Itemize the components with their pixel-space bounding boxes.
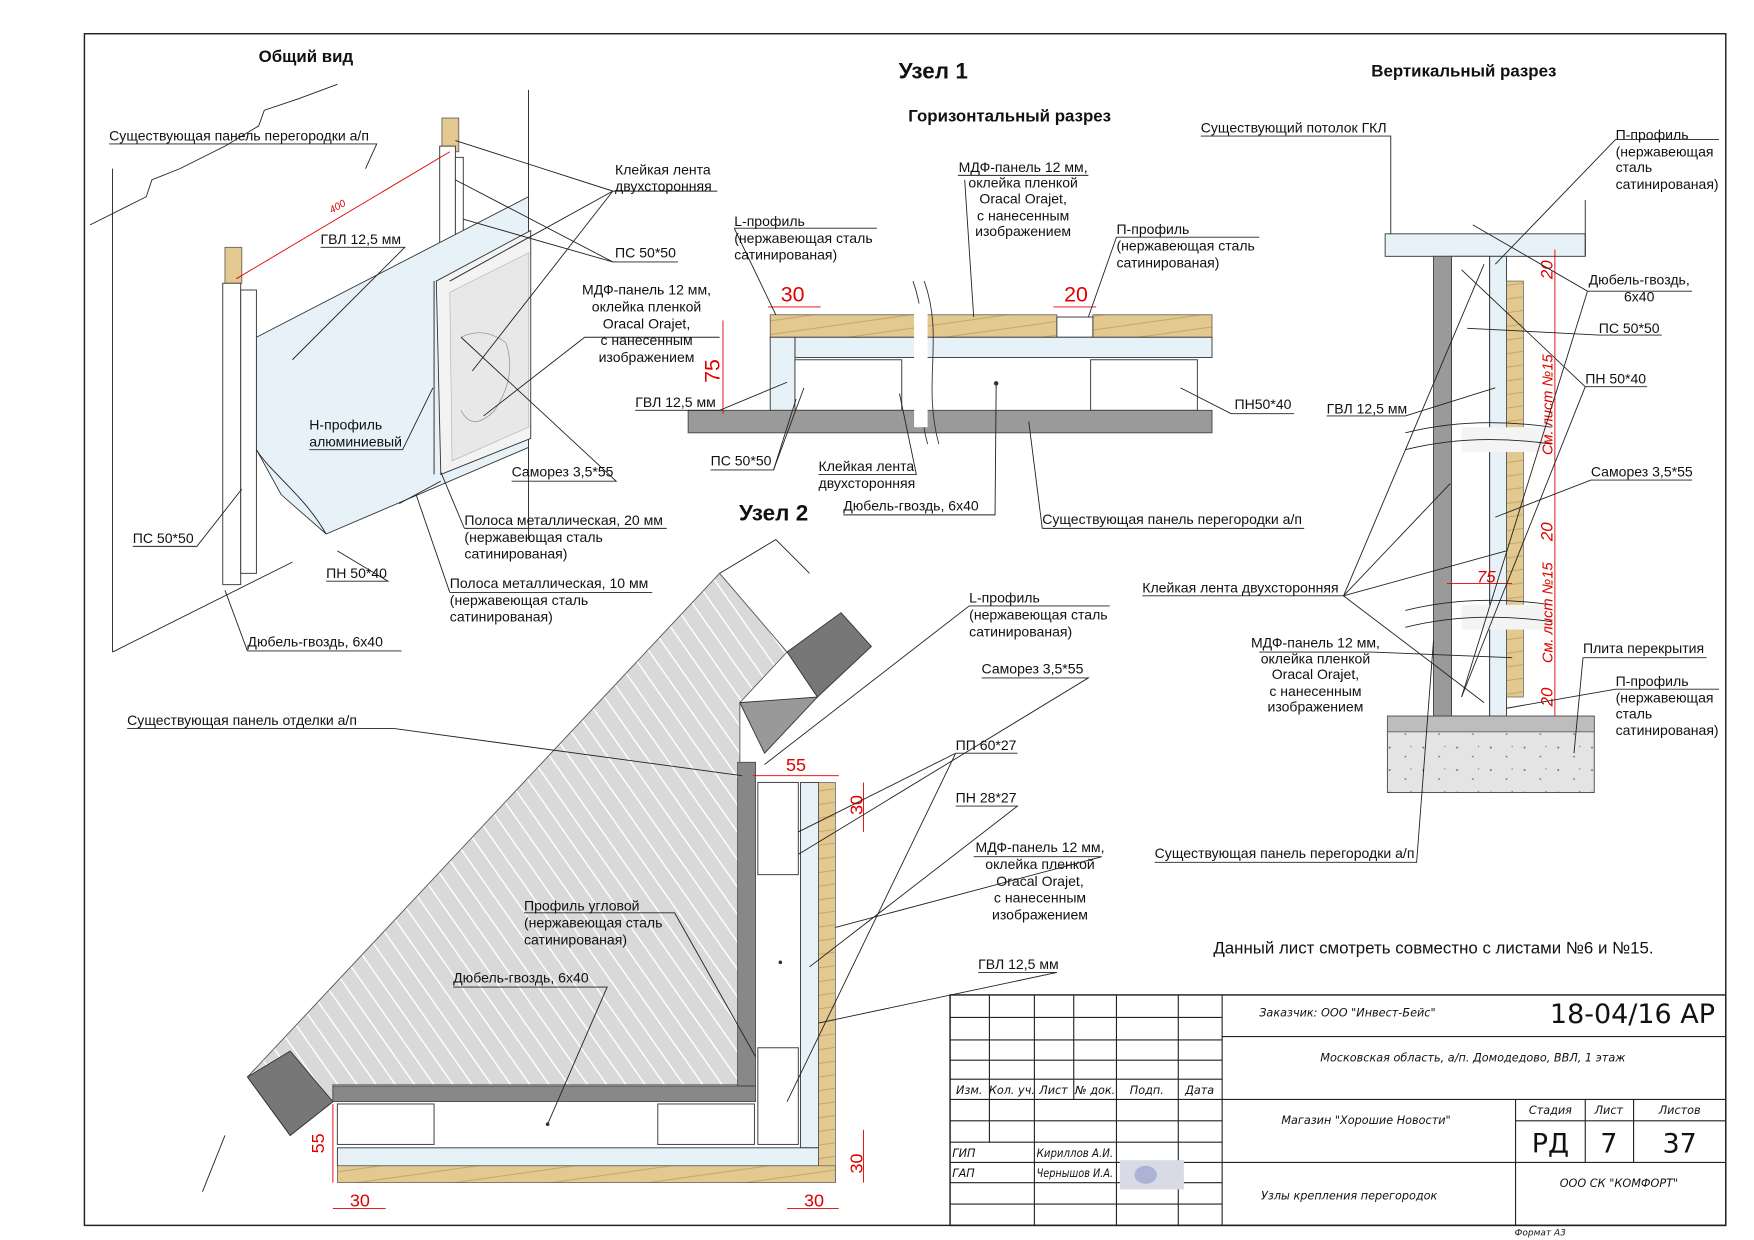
node1-drawing: 30 20 75 <box>635 174 1305 529</box>
see-sheet-15-top: См. лист №15 <box>1541 354 1557 456</box>
role-gap: ГАП <box>952 1167 975 1180</box>
label-screw: Саморез 3,5*55 <box>982 660 1084 676</box>
label-slab: Плита перекрытия <box>1583 640 1704 656</box>
dim-20-mid: 20 <box>1538 522 1557 542</box>
header-date: Дата <box>1184 1084 1214 1097</box>
title-block: Заказчик: ООО "Инвест-Бейс" 18-04/16 АР … <box>949 994 1727 1239</box>
vertical-section-drawing: 75 20 20 20 См. лист №15 См. лист №15 <box>1142 135 1720 863</box>
label-strip-20: Полоса металлическая, 20 мм(нержавеющая … <box>464 512 663 562</box>
header-sheet: Лист <box>1038 1084 1068 1097</box>
header-signature: Подп. <box>1130 1084 1164 1097</box>
node2-drawing: 55 30 55 30 30 30 <box>127 539 1110 1210</box>
sheets-value: 37 <box>1663 1128 1697 1159</box>
customer: Заказчик: ООО "Инвест-Бейс" <box>1259 1006 1435 1019</box>
title-node2: Узел 2 <box>739 501 808 526</box>
dim-55-left: 55 <box>308 1133 328 1153</box>
header-change: Изм. <box>956 1084 982 1097</box>
label-dowel: Дюбель-гвоздь,6х40 <box>1589 271 1690 304</box>
see-sheet-15-bottom: См. лист №15 <box>1541 561 1557 663</box>
label-dowel: Дюбель-гвоздь, 6х40 <box>453 970 589 986</box>
dim-30-node1: 30 <box>781 282 805 306</box>
label-pp: ПП 60*27 <box>956 737 1017 753</box>
sheet-value: 7 <box>1600 1128 1617 1159</box>
label-existing-panel: Существующая панель перегородки а/п <box>1155 845 1415 861</box>
label-tape: Клейкая лента двухсторонняя <box>1142 579 1338 595</box>
stage-label: Стадия <box>1529 1104 1572 1117</box>
sheet-frame <box>83 32 1727 1227</box>
paper-format: Формат А3 <box>1515 1229 1566 1239</box>
vertical-section-labels: Существующий потолок ГКЛ П-профиль(нержа… <box>1142 120 1718 861</box>
general-view-labels: Существующая панель перегородки а/п Клей… <box>109 128 712 650</box>
title-vertical-section: Вертикальный разрез <box>1371 61 1556 80</box>
sheet-label: Лист <box>1594 1104 1624 1117</box>
object-name: Магазин "Хорошие Новости" <box>1281 1114 1450 1127</box>
header-doc-no: № док. <box>1074 1084 1115 1097</box>
label-screw: Саморез 3,5*55 <box>1591 464 1693 480</box>
sheet-note: Данный лист смотреть совместно с листами… <box>1213 938 1653 957</box>
label-gvl: ГВЛ 12,5 мм <box>1327 401 1408 417</box>
label-strip-10: Полоса металлическая, 10 мм(нержавеющая … <box>450 575 649 625</box>
sheet-title: Узлы крепления перегородок <box>1261 1190 1437 1203</box>
sheets-label: Листов <box>1658 1104 1701 1117</box>
label-gvl: ГВЛ 12,5 мм <box>635 394 716 410</box>
general-view-drawing: 400 <box>89 83 720 653</box>
label-dowel: Дюбель-гвоздь, 6х40 <box>843 497 979 513</box>
dim-30-bottom-right: 30 <box>804 1190 824 1210</box>
header-qty: Кол. уч. <box>989 1084 1035 1097</box>
dim-20-top: 20 <box>1538 260 1557 280</box>
label-ps-right: ПС 50*50 <box>615 244 676 260</box>
title-general-view: Общий вид <box>259 47 354 66</box>
dim-400: 400 <box>328 198 348 216</box>
label-existing-finish: Существующая панель отделки а/п <box>127 712 357 728</box>
label-gvl: ГВЛ 12,5 мм <box>978 956 1059 972</box>
dim-75-node1: 75 <box>701 359 725 383</box>
name-gip: Кириллов А.И. <box>1037 1147 1113 1160</box>
dim-30-right-top: 30 <box>846 795 866 815</box>
dim-75-vertical: 75 <box>1477 567 1496 586</box>
label-pn: ПН 50*40 <box>1585 370 1646 386</box>
label-ps: ПС 50*50 <box>1599 320 1660 336</box>
label-existing-panel: Существующая панель перегородки а/п <box>109 128 369 144</box>
label-ps: ПС 50*50 <box>711 452 772 468</box>
document-code: 18-04/16 АР <box>1550 999 1715 1030</box>
name-gap: Чернышов И.А. <box>1037 1167 1113 1180</box>
label-ceiling: Существующий потолок ГКЛ <box>1201 120 1387 136</box>
title-node1: Узел 1 <box>899 59 968 84</box>
label-pn: ПН 28*27 <box>956 790 1017 806</box>
blurred-signature-mark <box>1134 1165 1157 1184</box>
dim-30-right-bottom: 30 <box>846 1154 866 1174</box>
dim-20-node1: 20 <box>1064 282 1088 306</box>
stage-value: РД <box>1532 1128 1569 1159</box>
company: ООО СК "КОМФОРТ" <box>1560 1177 1679 1190</box>
address: Московская область, а/п. Домодедово, ВВЛ… <box>1320 1051 1626 1064</box>
title-horizontal-section: Горизонтальный разрез <box>908 106 1111 125</box>
dim-20-bottom: 20 <box>1538 687 1557 707</box>
label-pn: ПН 50*40 <box>326 565 387 581</box>
label-ps-left: ПС 50*50 <box>133 530 194 546</box>
dim-30-bottom-left: 30 <box>350 1190 370 1210</box>
dim-55-top: 55 <box>786 755 806 775</box>
label-screw: Саморез 3,5*55 <box>512 464 614 480</box>
label-existing-panel: Существующая панель перегородки а/п <box>1042 511 1302 527</box>
label-dowel: Дюбель-гвоздь, 6х40 <box>247 633 383 649</box>
label-gvl: ГВЛ 12,5 мм <box>321 231 402 247</box>
role-gip: ГИП <box>952 1147 976 1160</box>
label-pn: ПН50*40 <box>1234 396 1291 412</box>
